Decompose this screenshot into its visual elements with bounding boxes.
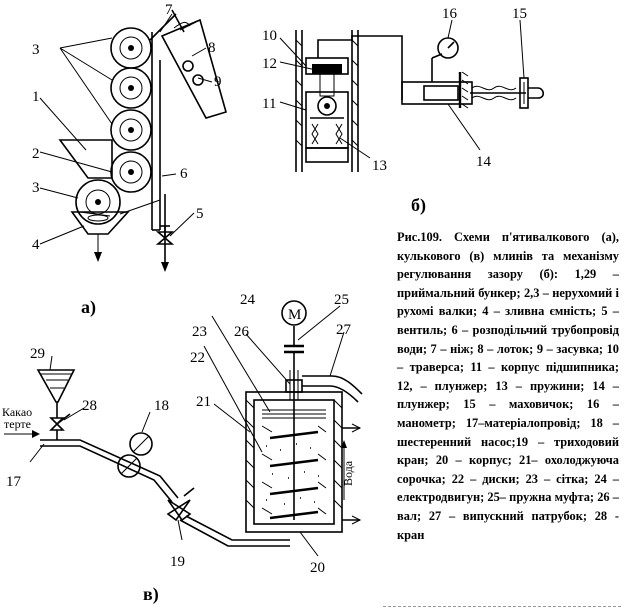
valve-5 — [155, 225, 175, 272]
label-3b: 3 — [32, 180, 40, 196]
label-6: 6 — [180, 166, 188, 182]
diagram-b — [279, 19, 545, 172]
roll-2 — [110, 67, 152, 109]
roll-4 — [110, 151, 152, 193]
label-28: 28 — [82, 398, 97, 414]
roll-1 — [110, 27, 152, 69]
label-17: 17 — [6, 474, 22, 490]
outlet-pipe — [302, 375, 363, 403]
label-24: 24 — [240, 292, 256, 308]
label-16: 16 — [442, 6, 458, 22]
label-21: 21 — [196, 394, 211, 410]
hopper-1 — [58, 139, 113, 179]
label-8: 8 — [208, 40, 216, 56]
label-14: 14 — [476, 154, 492, 170]
label-20: 20 — [310, 560, 325, 576]
label-10: 10 — [262, 28, 277, 44]
label-25: 25 — [334, 292, 349, 308]
trough — [160, 18, 227, 119]
water-label: Вода — [341, 460, 355, 486]
label-15: 15 — [512, 6, 527, 22]
label-3a: 3 — [32, 42, 40, 58]
label-5: 5 — [196, 206, 204, 222]
cocoa-label-line2: терте — [4, 417, 31, 431]
springs — [311, 123, 343, 145]
caption-title: Рис.109. — [397, 230, 442, 244]
roll-bottom — [75, 179, 121, 225]
cocoa-label-line1: Какао — [2, 405, 32, 419]
coupling — [284, 326, 304, 370]
label-29: 29 — [30, 346, 45, 362]
label-23: 23 — [192, 324, 207, 340]
panel-label-b: б) — [411, 195, 426, 216]
valve-28 — [49, 413, 71, 431]
panel-label-a: а) — [81, 297, 96, 318]
gear-pump — [117, 432, 153, 478]
label-13: 13 — [372, 158, 387, 174]
label-18: 18 — [154, 398, 169, 414]
three-way-valve — [166, 487, 195, 522]
diagram-v — [4, 300, 363, 557]
diagram-a — [39, 9, 227, 272]
label-7: 7 — [165, 2, 173, 18]
label-27: 27 — [336, 322, 352, 338]
label-1: 1 — [32, 89, 40, 105]
label-9: 9 — [214, 74, 222, 90]
label-22: 22 — [190, 350, 205, 366]
label-12: 12 — [262, 56, 277, 72]
oil-line — [317, 35, 403, 100]
bottom-rule — [383, 606, 621, 607]
label-26: 26 — [234, 324, 250, 340]
motor-letter: М — [288, 307, 301, 323]
label-11: 11 — [262, 96, 276, 112]
motor — [281, 300, 307, 326]
label-19: 19 — [170, 554, 185, 570]
label-2: 2 — [32, 146, 40, 162]
hopper-29 — [36, 369, 76, 403]
panel-label-v: в) — [143, 584, 159, 605]
roll-3 — [110, 109, 152, 151]
material-pipe — [40, 439, 179, 503]
figure-caption: Рис.109. Схеми п'ятивалкового (а), кульк… — [397, 228, 619, 544]
frame — [295, 30, 359, 172]
water-pipe — [151, 32, 161, 230]
label-4: 4 — [32, 237, 40, 253]
caption-body: Схеми п'ятивалкового (а), кулькового (в)… — [397, 230, 619, 542]
